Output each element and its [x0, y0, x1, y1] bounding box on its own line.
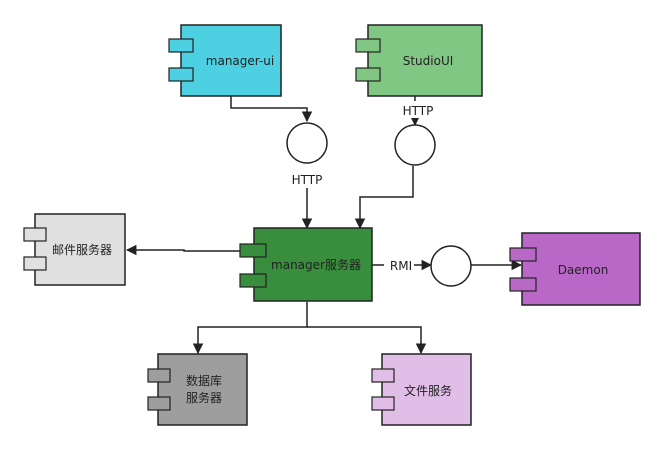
studio-http-label-bg: [396, 101, 436, 118]
rmi-interface-circle: [430, 245, 472, 287]
component-studio-ui: StudioUI: [355, 24, 483, 97]
port-icon: [239, 273, 267, 288]
component-file-service: 文件服务: [371, 353, 472, 426]
edge-manager-to-file: [307, 326, 427, 355]
manager-ui-http-label: HTTP: [292, 173, 323, 187]
studio-ui-http-label: HTTP: [403, 104, 434, 118]
port-icon: [168, 67, 194, 82]
file-service-label: 文件服务: [404, 383, 452, 398]
port-icon: [168, 38, 194, 53]
manager-server-label: manager服务器: [271, 257, 361, 272]
edge-manager-to-db: [192, 302, 308, 355]
port-icon: [239, 243, 267, 258]
rmi-label: RMI: [390, 259, 412, 273]
port-icon: [355, 38, 381, 53]
component-manager-server: manager服务器: [239, 227, 373, 302]
db-server-label-line1: 数据库: [186, 373, 222, 388]
component-manager-ui: manager-ui: [168, 24, 282, 97]
port-icon: [23, 227, 47, 242]
edge-interface-to-manager-server-2: [354, 166, 414, 230]
studio-ui-label: StudioUI: [403, 54, 454, 68]
edge-manager-to-mail: [125, 244, 240, 256]
port-icon: [371, 368, 395, 383]
daemon-label: Daemon: [558, 263, 609, 277]
port-icon: [509, 277, 537, 292]
component-daemon: Daemon: [509, 232, 641, 306]
manager-ui-label: manager-ui: [206, 54, 274, 68]
http-interface-circle-2: [394, 124, 436, 166]
port-icon: [147, 368, 171, 383]
edge-manager-ui-to-interface: [230, 96, 313, 123]
rmi-label-bg: [384, 258, 414, 274]
manager-http-label-bg: [288, 171, 328, 188]
port-icon: [23, 256, 47, 271]
http-interface-circle-1: [286, 122, 328, 164]
component-mail-server: 邮件服务器: [23, 213, 126, 286]
port-icon: [355, 67, 381, 82]
port-icon: [509, 247, 537, 262]
component-db-server: 数据库 服务器: [147, 353, 248, 426]
port-icon: [371, 396, 395, 411]
db-server-label-line2: 服务器: [186, 390, 222, 405]
port-icon: [147, 396, 171, 411]
mail-server-label: 邮件服务器: [52, 242, 112, 257]
